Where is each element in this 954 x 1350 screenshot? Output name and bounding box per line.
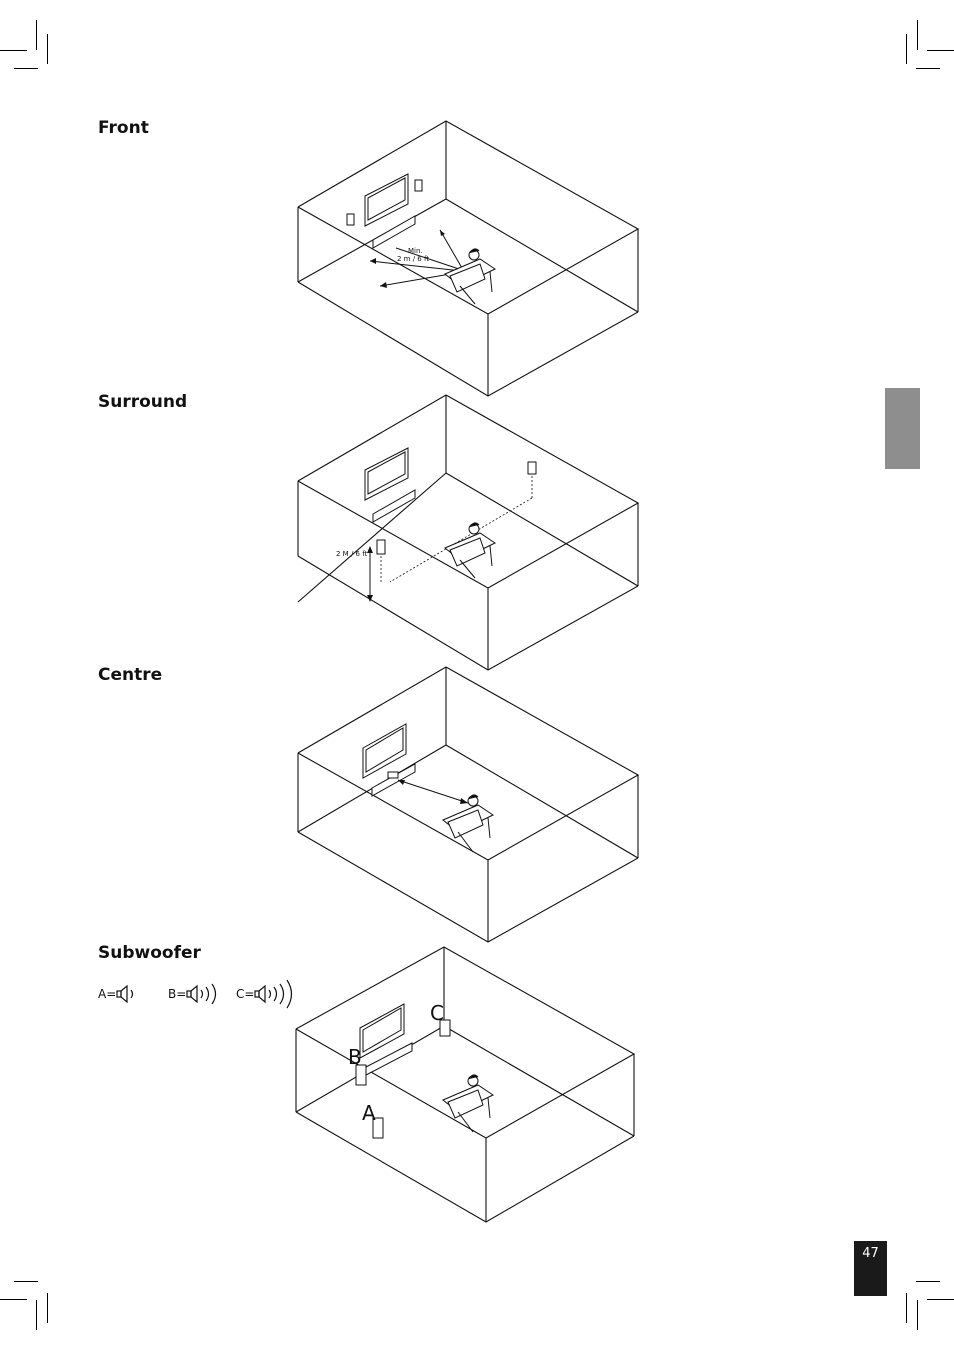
- legend-c: C=: [236, 978, 296, 1010]
- section-title-subwoofer: Subwoofer: [98, 943, 201, 963]
- legend-a-label: A=: [98, 987, 117, 1001]
- subwoofer-position-c: C: [430, 1001, 444, 1025]
- section-title-surround: Surround: [98, 392, 188, 412]
- legend-b-label: B=: [168, 987, 187, 1001]
- page-number-box: 47: [854, 1241, 887, 1296]
- front-room-illustration: Min. 2 m / 6 ft: [297, 120, 640, 397]
- legend-c-label: C=: [236, 987, 255, 1001]
- surround-height-label: 2 M / 6 ft: [336, 550, 368, 558]
- listener-figure: [442, 794, 495, 853]
- speaker-icon: [186, 983, 217, 1005]
- chapter-tab: [885, 388, 920, 469]
- centre-room-illustration: [297, 666, 640, 943]
- subwoofer-position-b: B: [348, 1045, 362, 1069]
- surround-room-illustration: 2 M / 6 ft: [297, 394, 640, 671]
- section-title-centre: Centre: [98, 665, 163, 685]
- page-number: 47: [862, 1246, 879, 1261]
- subwoofer-room-illustration: C B A: [295, 946, 636, 1223]
- listener-figure: [442, 1074, 495, 1133]
- speaker-icon: [254, 979, 293, 1009]
- legend-b: B=: [168, 982, 218, 1006]
- subwoofer-position-a: A: [362, 1101, 376, 1125]
- listener-figure: [444, 248, 497, 305]
- listener-figure: [444, 522, 497, 579]
- front-distance-label: 2 m / 6 ft: [397, 255, 429, 263]
- section-title-front: Front: [98, 118, 149, 138]
- legend-a: A=: [98, 982, 138, 1006]
- front-min-label: Min.: [408, 247, 423, 255]
- speaker-icon: [116, 984, 134, 1004]
